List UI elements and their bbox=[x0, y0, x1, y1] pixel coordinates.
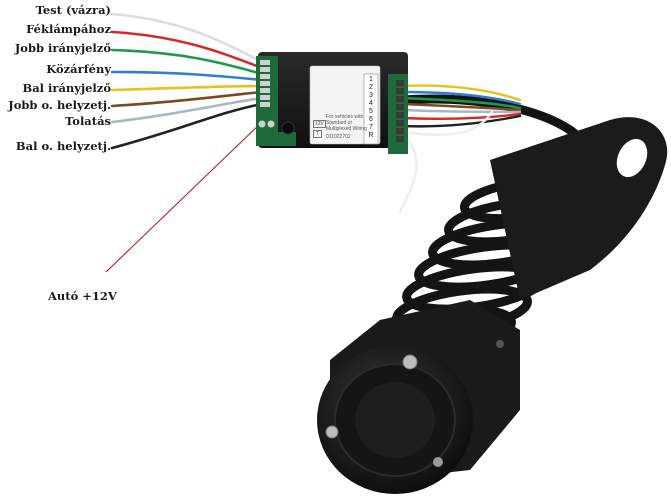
rwire-grey bbox=[400, 108, 522, 114]
label-test: Test (vázra) bbox=[35, 3, 111, 17]
leader-line bbox=[105, 121, 263, 273]
rwire-blue bbox=[400, 90, 522, 106]
rwire-green bbox=[400, 96, 522, 110]
pin-label: R bbox=[368, 132, 374, 139]
module-line-4: 011022702 bbox=[326, 134, 351, 140]
rwire-red bbox=[400, 112, 522, 120]
wire-red bbox=[110, 30, 264, 70]
label-kozarfeny: Közárfény bbox=[46, 62, 111, 76]
led-indicator bbox=[281, 121, 295, 135]
pin-label: 6 bbox=[369, 116, 373, 123]
module-line-3: Multiplexed Wiring bbox=[326, 126, 367, 132]
pcb-bottom bbox=[256, 132, 296, 146]
wire-black bbox=[110, 102, 264, 150]
module-line-2: Standard or bbox=[326, 120, 353, 126]
pin-label: 1 bbox=[369, 76, 373, 83]
mounting-bracket bbox=[490, 117, 668, 300]
label-bal-iranyjelzo: Bal irányjelző bbox=[22, 81, 111, 95]
rwire-black bbox=[400, 114, 522, 128]
module-tag-t: T bbox=[313, 130, 323, 138]
wire-brown bbox=[110, 90, 264, 108]
left-terminals bbox=[258, 60, 275, 128]
rwire-white bbox=[398, 110, 494, 214]
label-auto-12v: Autó +12V bbox=[48, 289, 117, 303]
pin-label: 2 bbox=[369, 84, 373, 91]
wire-grey bbox=[110, 96, 264, 124]
right-terminals bbox=[396, 80, 404, 142]
pin-label: 7 bbox=[369, 124, 373, 131]
wire-green bbox=[110, 48, 264, 76]
module-tag-12v: 12V bbox=[313, 120, 326, 128]
wire-blue bbox=[110, 70, 264, 82]
label-tolatas: Tolatás bbox=[65, 114, 111, 128]
pin-label: 4 bbox=[369, 100, 373, 107]
socket-body bbox=[317, 300, 520, 494]
module-label bbox=[309, 65, 381, 145]
pin-label: 5 bbox=[369, 108, 373, 115]
converter-module bbox=[256, 52, 408, 154]
left-wires bbox=[110, 12, 264, 150]
right-wires bbox=[398, 84, 522, 214]
pin-strip bbox=[363, 73, 379, 145]
label-jobb-helyzetj: Jobb o. helyzetj. bbox=[8, 98, 111, 112]
rwire-brown bbox=[400, 102, 522, 112]
wire-white bbox=[110, 12, 264, 64]
label-jobb-iranyjelzo: Jobb irányjelző bbox=[14, 41, 111, 55]
rwire-yellow bbox=[400, 84, 522, 102]
wire-yellow bbox=[110, 84, 264, 92]
label-bal-helyzetj: Bal o. helyzetj. bbox=[15, 139, 111, 153]
label-feklampa: Féklámpához bbox=[26, 22, 111, 36]
module-line-1: For vehicles with bbox=[326, 114, 364, 120]
pin-label: 3 bbox=[369, 92, 373, 99]
